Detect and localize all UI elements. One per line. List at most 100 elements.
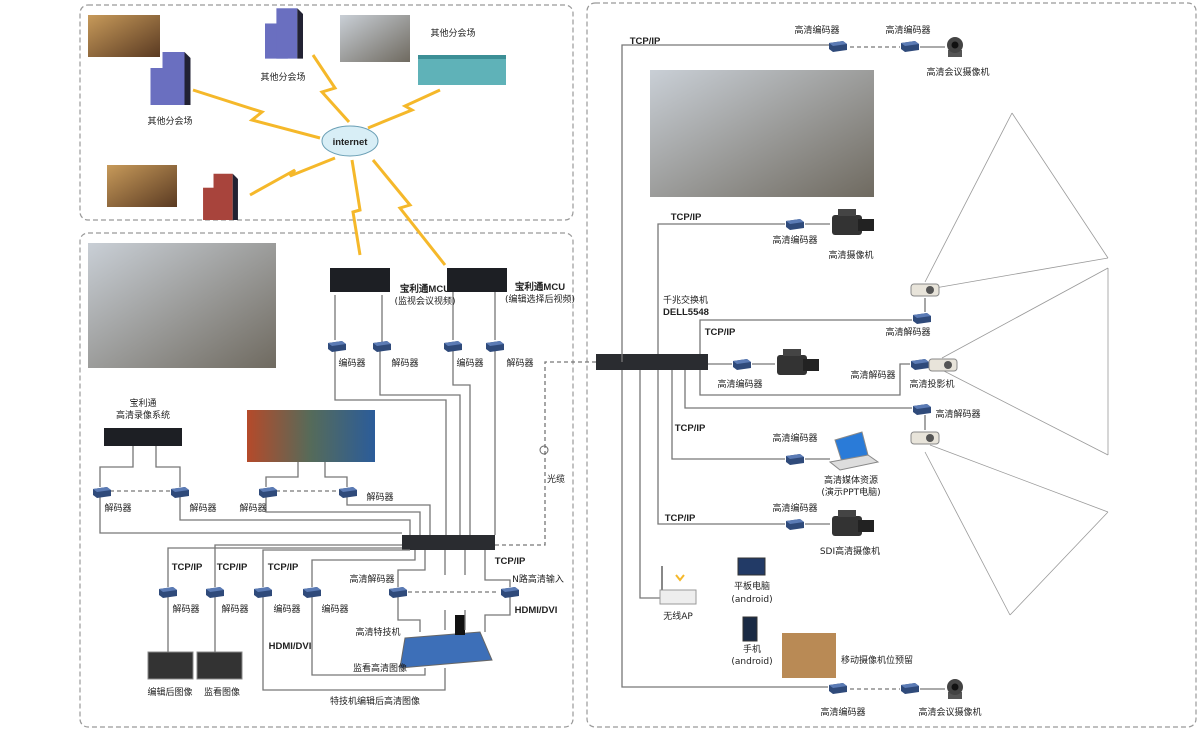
recorder-device [104,428,182,446]
tcpip-label: TCP/IP [705,327,736,338]
tcpip-label: TCP/IP [495,556,526,567]
encoder-icon [901,41,919,52]
fiber-icon [539,445,549,455]
decoder-icon [913,313,931,324]
decoder-icon [389,587,407,598]
decoder-icon [206,587,224,598]
camcorder-icon [832,209,874,235]
hdmi-dvi-label: HDMI/DVI [515,605,558,616]
mobile-camera-socket-photo [782,633,836,678]
decoder-label: 高清解码器 [850,369,895,381]
tcpip-label: TCP/IP [630,36,661,47]
codec-label: 解码器 [172,603,199,615]
camera-label: 高清会议摄像机 [918,706,981,718]
mobile-reserved-label: 移动摄像机位预留 [841,654,913,666]
lightning-links [192,54,447,266]
hdmi-dvi-label: HDMI/DVI [269,641,312,652]
internet-label: internet [333,137,369,148]
encoder-icon [328,341,346,352]
decoder-label: 高清解码器 [885,326,930,338]
remote-sites-panel [79,4,574,221]
branch-venue-photo [88,15,160,57]
decoder-label: 解码器 [239,502,266,514]
ptz-camera-icon [947,37,963,57]
mcu2-desc: (编辑选择后视频) [505,293,575,305]
encoder-label: 高清编码器 [820,706,865,718]
encoder-label: 高清编码器 [717,378,762,390]
mcu1-desc: (监视会议视频) [394,295,455,307]
tcpip-label: TCP/IP [675,423,706,434]
laptop-icon [828,431,880,471]
recorder-label: 宝利通 [129,397,156,409]
decoder-icon [159,587,177,598]
mcu-device-1 [330,268,390,292]
camera-label: SDI高清摄像机 [820,545,880,557]
control-room-photo [88,243,276,368]
tcpip-label: TCP/IP [671,212,702,223]
site-label: 其他分会场 [147,115,192,127]
sdi-camera-icon [832,510,874,536]
edited-hd-label: 特技机编辑后高清图像 [330,695,420,707]
encoder-label: 高清编码器 [772,502,817,514]
projector-icon [910,283,940,297]
conference-hall-photo [650,70,874,197]
encoder-label: 高清编码器 [772,432,817,444]
encoder-icon [786,454,804,465]
projector-icon [928,358,958,372]
decoder-icon [339,487,357,498]
decoder-icon [373,341,391,352]
monitor-hd-label: 监看高清图像 [353,662,407,674]
codec-label: 编码器 [338,357,365,369]
building-icon [265,8,303,59]
decoder-icon [259,487,277,498]
recorder-label: 高清录像系统 [116,409,170,421]
media-label: 高清媒体资源 [824,474,878,486]
codec-label: 编码器 [273,603,300,615]
building-icon [150,52,191,105]
left-connections [99,292,596,691]
video-wall [247,410,375,462]
decoder-label: 解码器 [366,491,393,503]
switch-model: DELL5548 [663,307,709,318]
encoder-icon [501,587,519,598]
codec-label: 编码器 [456,357,483,369]
decoder-icon [911,359,929,370]
site-label: 其他分会场 [430,27,475,39]
phone-icon [742,616,758,642]
switch-label: 千兆交换机 [663,294,708,306]
camcorder-icon [777,349,819,375]
projection-beams [924,112,1109,616]
tablet-icon [737,557,766,576]
encoder-icon [303,587,321,598]
camera-label: 高清会议摄像机 [926,66,989,78]
hd-decoder-label: 高清解码器 [349,573,394,585]
encoder-icon [786,219,804,230]
branch-venue-photo [107,165,177,207]
building-icon [203,173,238,220]
encoder-icon [901,683,919,694]
phone-label: 手机 [743,643,761,655]
projector-label: 高清投影机 [909,378,954,390]
decoder-label: 高清解码器 [935,408,980,420]
decoder-icon [913,404,931,415]
encoder-icon [254,587,272,598]
ptz-camera-icon [947,679,963,699]
n-input-label: N路高清输入 [512,573,564,585]
fiber-label: 光缆 [547,473,565,485]
media-label: (演示PPT电脑) [821,486,880,498]
projector-icon [910,431,940,445]
codec-label: 编码器 [321,603,348,615]
monitor-label: 监看图像 [204,686,240,698]
codec-label: 解码器 [221,603,248,615]
tcpip-label: TCP/IP [665,513,696,524]
control-room-panel [79,232,574,728]
site-label: 其他分会场 [260,71,305,83]
encoder-label: 高清编码器 [885,24,930,36]
encoder-label: 高清编码器 [772,234,817,246]
conference-hall-panel [586,2,1197,728]
codec-label: 解码器 [506,357,533,369]
effects-console [399,615,493,669]
decoder-label: 解码器 [189,502,216,514]
